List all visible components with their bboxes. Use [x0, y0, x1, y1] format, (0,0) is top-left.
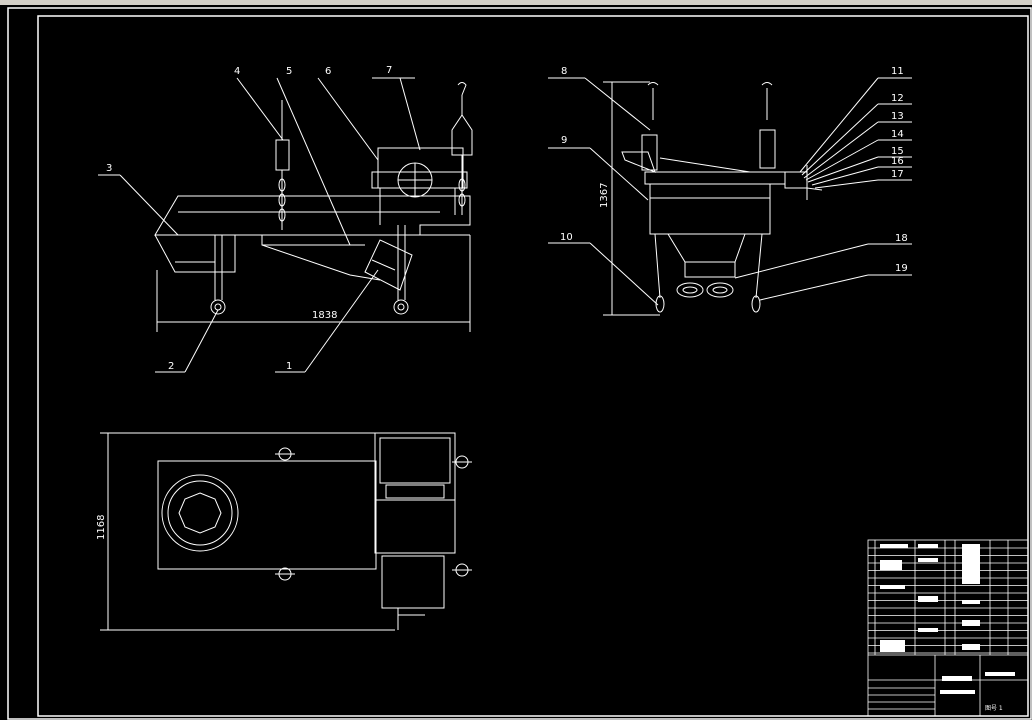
callout-12: 12 — [891, 93, 904, 104]
outer-border — [7, 7, 1032, 720]
callout-4: 4 — [234, 66, 240, 77]
callout-1: 1 — [286, 361, 292, 372]
callout-6: 6 — [325, 66, 331, 77]
callout-15: 15 — [891, 146, 904, 157]
dimension-plan-width: 1168 — [96, 515, 107, 540]
cad-drawing-canvas[interactable]: 1 2 3 4 5 6 7 8 9 10 11 12 13 14 15 16 1… — [0, 5, 1032, 720]
callout-11: 11 — [891, 66, 904, 77]
callout-5: 5 — [286, 66, 292, 77]
sheet-number-label: 图号 1 — [985, 705, 1003, 712]
callout-10: 10 — [560, 232, 573, 243]
callout-18: 18 — [895, 233, 908, 244]
callout-7: 7 — [386, 65, 392, 76]
dimension-front-length: 1838 — [312, 310, 337, 321]
callout-9: 9 — [561, 135, 567, 146]
callout-14: 14 — [891, 129, 904, 140]
callout-17: 17 — [891, 169, 904, 180]
callout-13: 13 — [891, 111, 904, 122]
title-block-text-blocks — [880, 544, 1015, 694]
inner-border — [37, 15, 1029, 717]
callout-3: 3 — [106, 163, 112, 174]
plan-view — [100, 432, 472, 631]
callout-16: 16 — [891, 156, 904, 167]
window-top-border — [0, 0, 1032, 5]
front-view — [98, 77, 473, 373]
callout-2: 2 — [168, 361, 174, 372]
callout-8: 8 — [561, 66, 567, 77]
callout-19: 19 — [895, 263, 908, 274]
dimension-side-height: 1367 — [599, 183, 610, 208]
side-view — [548, 77, 912, 316]
